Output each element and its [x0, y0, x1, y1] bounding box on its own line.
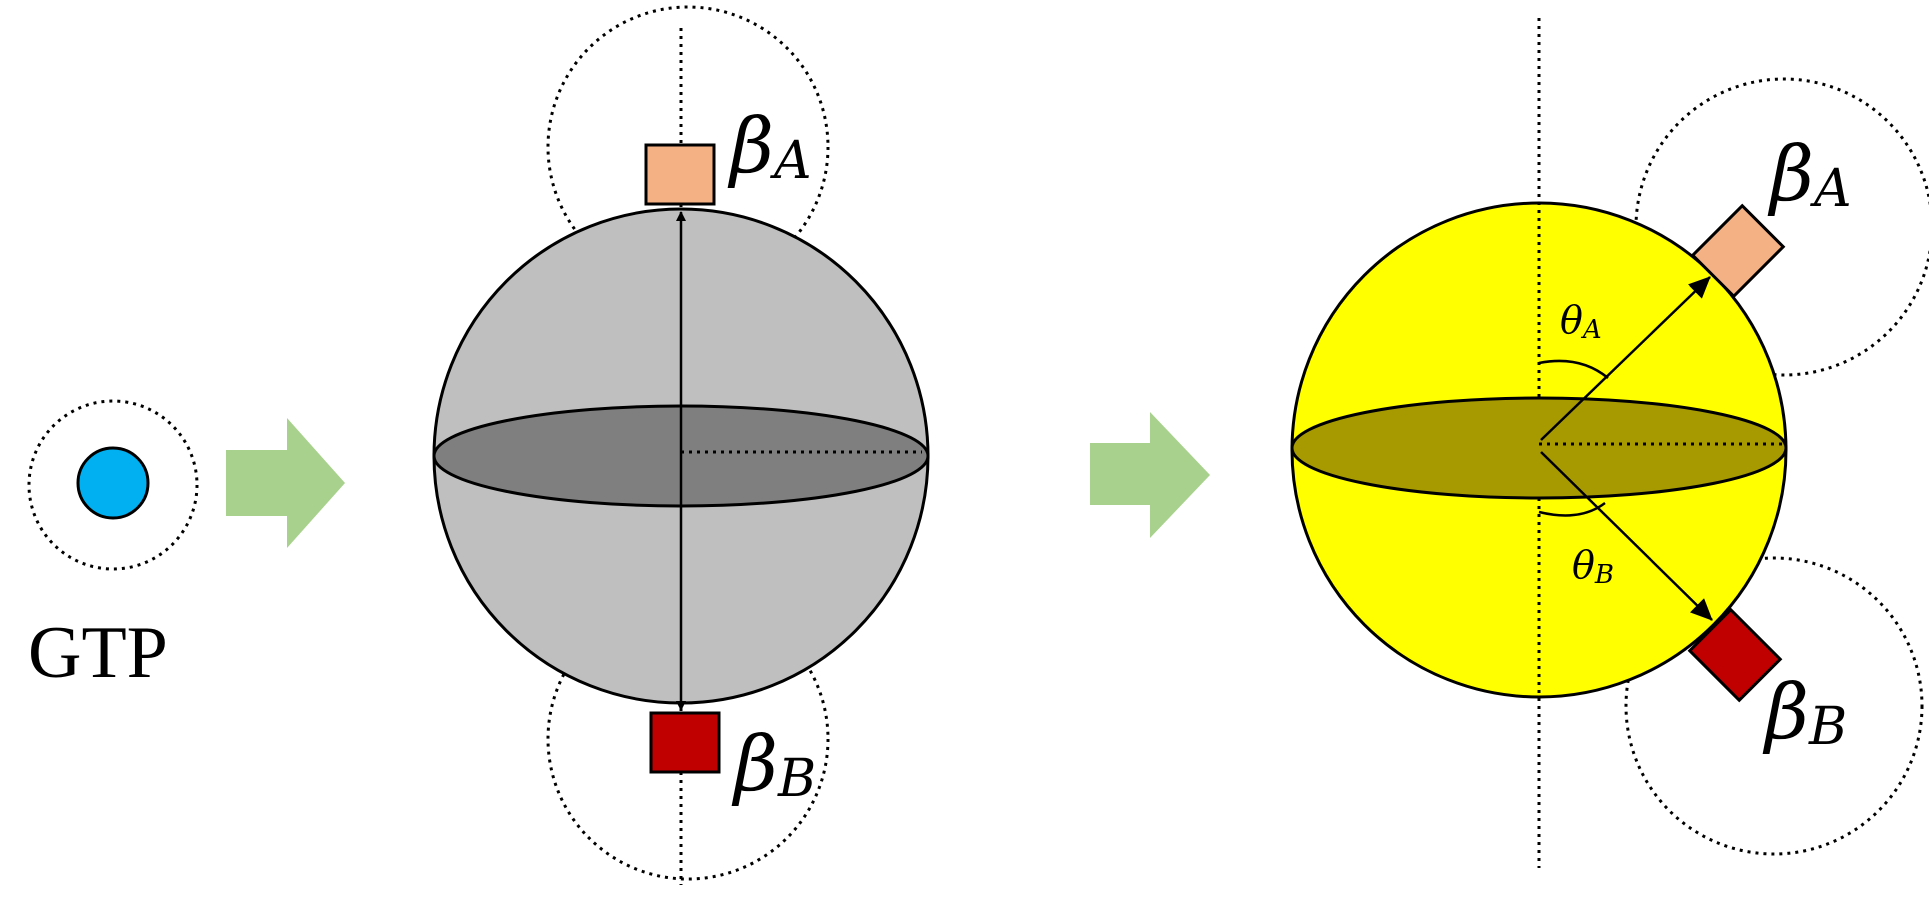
- patch-a: [644, 143, 716, 206]
- theta-b-label: θB: [1572, 543, 1614, 590]
- symmetric-patchy-particle: βA βB: [432, 5, 930, 885]
- yellow-equator: [1290, 396, 1788, 500]
- patch-b-interaction-range: [1624, 556, 1924, 856]
- patch-b-direction-arrow: [1540, 451, 1713, 621]
- patch-a-direction-arrow: [1540, 276, 1711, 441]
- patch-b: [1687, 607, 1783, 703]
- theta-a-arc: [1538, 359, 1609, 379]
- theta-a-label: θA: [1560, 298, 1602, 345]
- patch-b: [649, 711, 721, 774]
- process-arrow-2: [1090, 412, 1210, 538]
- gtp-stage: GTP: [27, 399, 199, 694]
- beta-b-label: βB: [731, 719, 816, 809]
- patch-a-interaction-range: [546, 5, 830, 289]
- gtp-label: GTP: [28, 612, 168, 694]
- beta-a-label: βA: [727, 101, 812, 191]
- patch-b-interaction-range: [546, 597, 830, 881]
- gtp-interaction-range: [27, 399, 199, 571]
- beta-b-label: βB: [1762, 667, 1847, 757]
- theta-b-arc: [1538, 501, 1606, 517]
- gtp-particle: [76, 446, 150, 520]
- patch-a: [1690, 203, 1786, 299]
- janus-particle: θA θB βA βB: [1290, 18, 1929, 868]
- beta-a-label: βA: [1767, 129, 1852, 219]
- process-arrow-1: [226, 418, 345, 548]
